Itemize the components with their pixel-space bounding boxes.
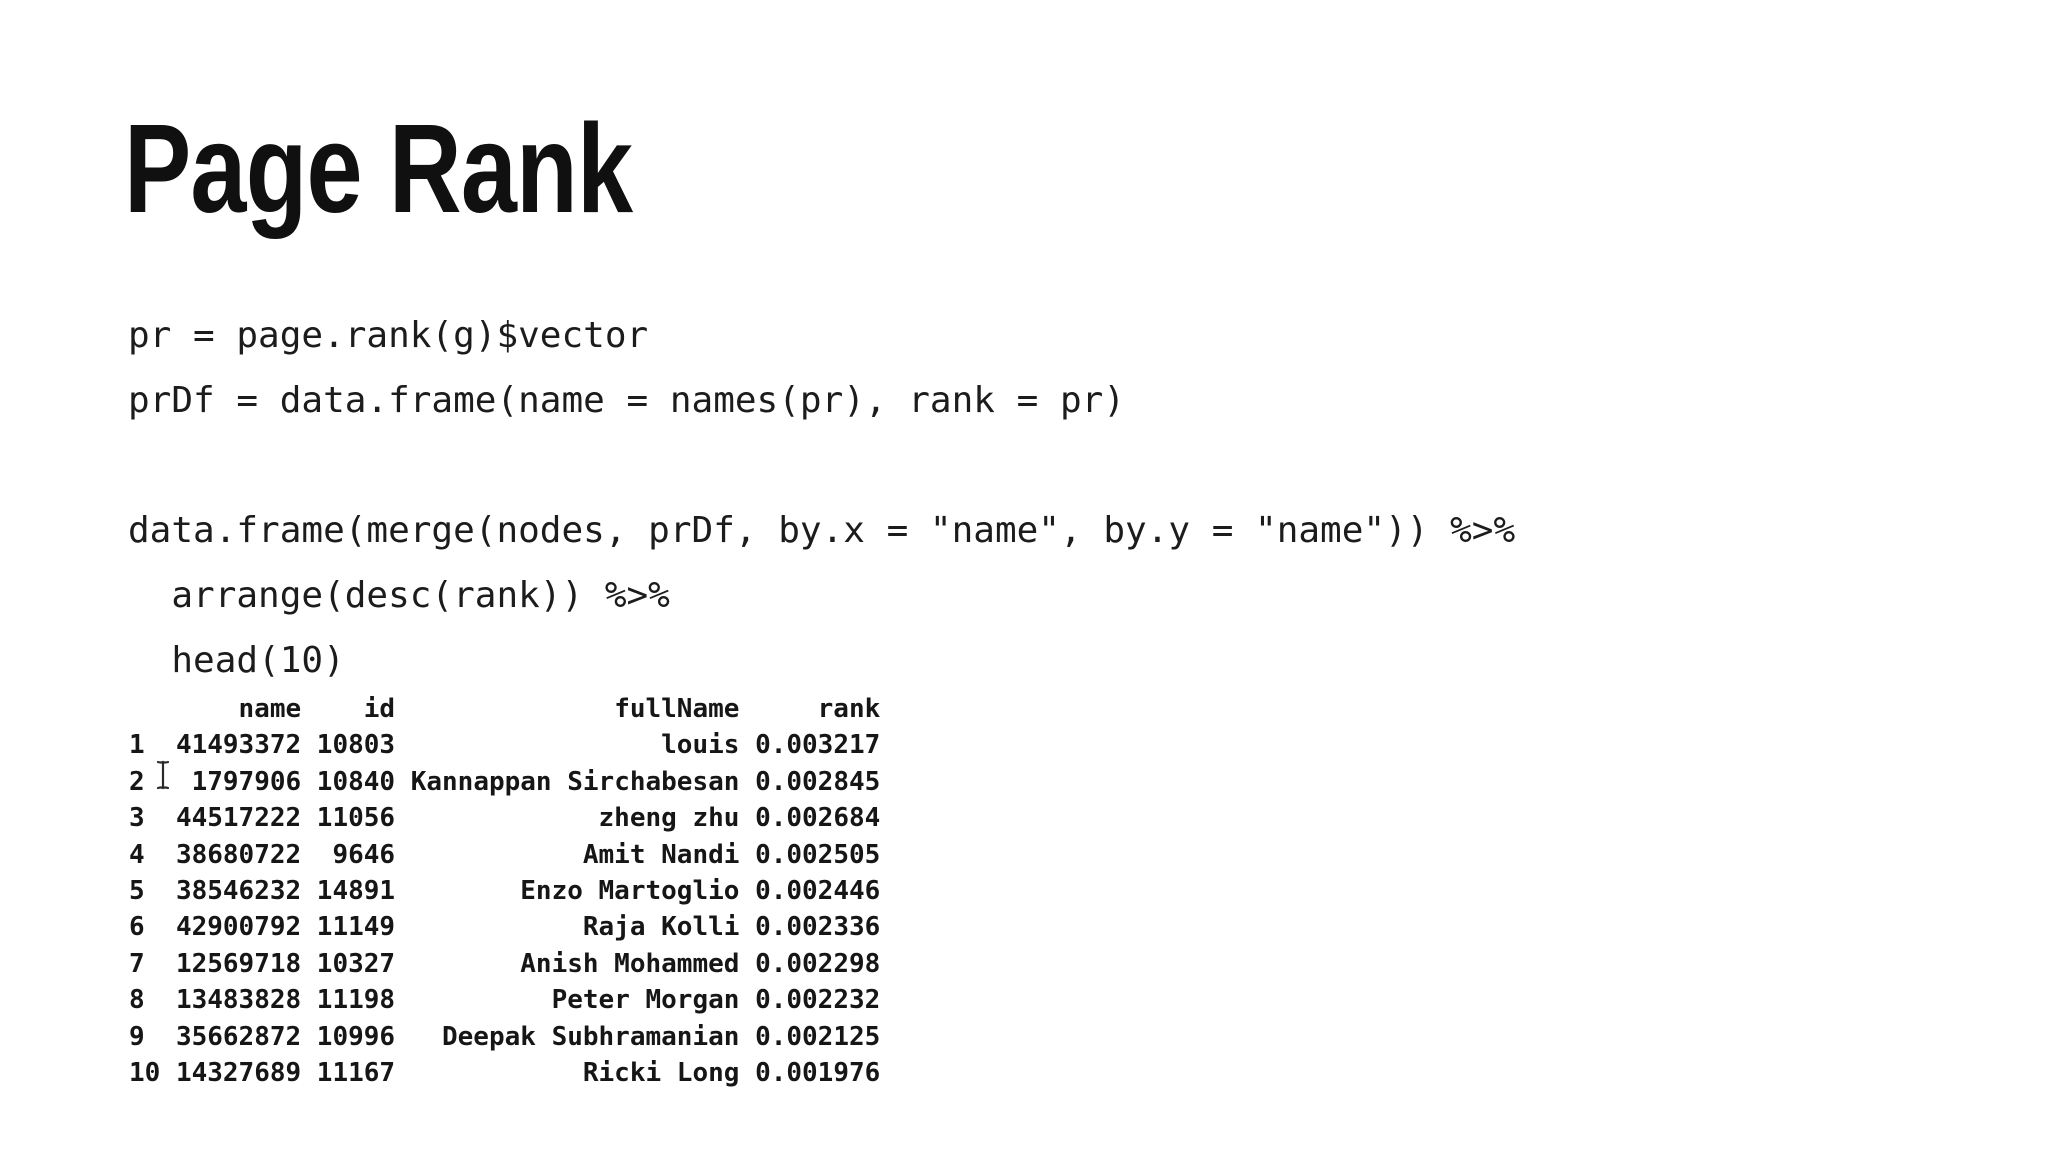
cell-id: 10327 [316, 948, 396, 979]
cell-name: 35662872 [175, 1021, 302, 1052]
table-row: 10 14327689 11167 Ricki Long 0.001976 [129, 1055, 880, 1091]
code-line-blank [128, 433, 1515, 498]
cell-rank: 0.001976 [755, 1057, 881, 1088]
code-line: head(10) [128, 640, 345, 681]
cell-name: 13483828 [175, 985, 302, 1016]
table-row: 6 42900792 11149 Raja Kolli 0.002336 [129, 909, 880, 945]
cell-index: 5 [129, 875, 145, 906]
cell-name: 38546232 [175, 875, 302, 906]
cell-fullname: Raja Kolli [582, 912, 740, 943]
cell-name: 12569718 [175, 948, 302, 979]
i-beam-text-cursor-icon [156, 760, 170, 790]
cell-name: 38680722 [175, 839, 302, 870]
cell-fullname: Deepak Subhramanian [442, 1021, 740, 1052]
cell-name: 44517222 [175, 803, 302, 834]
cell-index: 10 [129, 1057, 161, 1088]
col-header-name: name [238, 694, 302, 724]
output-table: name id fullName rank 1 41493372 10803 l… [129, 691, 880, 1091]
table-row: 8 13483828 11198 Peter Morgan 0.002232 [129, 982, 880, 1018]
table-row: 4 38680722 9646 Amit Nandi 0.002505 [129, 837, 880, 873]
cell-id: 11056 [316, 803, 396, 834]
cell-fullname: Kannappan Sirchabesan [410, 766, 740, 797]
col-header-fullname: fullName [614, 694, 740, 724]
col-header-id: id [363, 694, 396, 724]
table-row: 9 35662872 10996 Deepak Subhramanian 0.0… [129, 1019, 880, 1055]
cell-fullname: zheng zhu [598, 803, 740, 834]
cell-fullname: Amit Nandi [582, 839, 740, 870]
cell-fullname: Anish Mohammed [520, 948, 740, 979]
cell-rank: 0.002845 [755, 766, 881, 797]
cell-id: 10996 [316, 1021, 396, 1052]
cell-index: 6 [129, 912, 145, 943]
table-row: 5 38546232 14891 Enzo Martoglio 0.002446 [129, 873, 880, 909]
table-row: 1 41493372 10803 louis 0.003217 [129, 727, 880, 763]
col-header-index [129, 691, 160, 727]
cell-index: 8 [129, 985, 145, 1016]
code-line: prDf = data.frame(name = names(pr), rank… [128, 380, 1125, 421]
col-header-rank: rank [817, 694, 881, 724]
cell-id: 11149 [316, 912, 396, 943]
cell-rank: 0.002684 [755, 803, 881, 834]
cell-index: 3 [129, 803, 145, 834]
cell-rank: 0.003217 [755, 730, 881, 761]
cell-fullname: Ricki Long [582, 1057, 740, 1088]
cell-index: 7 [129, 948, 145, 979]
table-row: 3 44517222 11056 zheng zhu 0.002684 [129, 800, 880, 836]
cell-fullname: Enzo Martoglio [520, 875, 740, 906]
cell-rank: 0.002125 [755, 1021, 881, 1052]
cell-id: 11198 [316, 985, 396, 1016]
cell-id: 10840 [316, 766, 396, 797]
cell-index: 2 [129, 766, 145, 797]
cell-id: 9646 [332, 839, 396, 870]
code-line: arrange(desc(rank)) %>% [128, 575, 670, 616]
cell-id: 10803 [316, 730, 396, 761]
cell-rank: 0.002232 [755, 985, 881, 1016]
table-row: 7 12569718 10327 Anish Mohammed 0.002298 [129, 946, 880, 982]
page-title: Page Rank [124, 98, 633, 239]
cell-id: 14891 [316, 875, 396, 906]
cell-name: 14327689 [175, 1057, 302, 1088]
cell-rank: 0.002336 [755, 912, 881, 943]
cell-fullname: Peter Morgan [551, 985, 740, 1016]
code-line: pr = page.rank(g)$vector [128, 315, 649, 356]
table-header-row: name id fullName rank [129, 691, 881, 727]
cell-name: 1797906 [191, 766, 302, 797]
cell-index: 9 [129, 1021, 145, 1052]
cell-index: 1 [129, 730, 145, 761]
table-row: 2 1797906 10840 Kannappan Sirchabesan 0.… [129, 764, 880, 800]
code-block: pr = page.rank(g)$vector prDf = data.fra… [128, 303, 1515, 693]
cell-name: 42900792 [175, 912, 302, 943]
cell-fullname: louis [661, 730, 740, 761]
cell-index: 4 [129, 839, 145, 870]
cell-id: 11167 [316, 1057, 396, 1088]
code-line: data.frame(merge(nodes, prDf, by.x = "na… [128, 510, 1516, 551]
cell-rank: 0.002298 [755, 948, 881, 979]
cell-rank: 0.002505 [755, 839, 881, 870]
cell-name: 41493372 [175, 730, 302, 761]
cell-rank: 0.002446 [755, 875, 881, 906]
